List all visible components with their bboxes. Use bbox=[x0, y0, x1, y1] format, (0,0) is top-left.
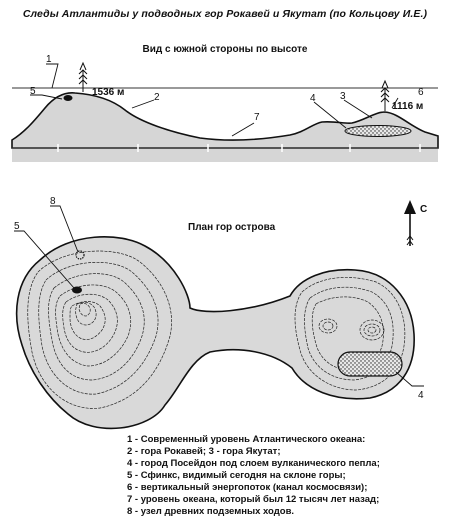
energy-flow-icon-left bbox=[78, 61, 88, 92]
callout-4: 4 bbox=[310, 93, 316, 104]
underground-node-marker bbox=[75, 250, 85, 260]
callout-2: 2 bbox=[154, 92, 160, 103]
plan-callout-8: 8 bbox=[50, 196, 56, 207]
plan-callout-5: 5 bbox=[14, 221, 20, 232]
elevation-yakutat: 1116 м bbox=[392, 101, 423, 112]
rockaway-contours bbox=[27, 250, 172, 409]
callout-7: 7 bbox=[254, 112, 260, 123]
callout-1: 1 bbox=[46, 54, 52, 65]
legend-item-1: 1 - Современный уровень Атлантического о… bbox=[127, 434, 366, 445]
north-arrow-icon bbox=[404, 200, 416, 246]
tick-marks bbox=[57, 144, 421, 152]
legend-item-7: 8 - узел древних подземных ходов. bbox=[127, 506, 295, 517]
north-label: С bbox=[420, 204, 427, 215]
callout-6: 6 bbox=[418, 87, 424, 98]
plan-callout-labels: 5 8 4 С bbox=[14, 196, 427, 401]
sphinx-marker-side bbox=[63, 95, 73, 101]
legend-item-3: 4 - город Посейдон под слоем вулканическ… bbox=[127, 458, 380, 469]
callout-5: 5 bbox=[30, 86, 36, 97]
side-callout-labels: 1 2 3 4 5 6 7 1536 м 1116 м bbox=[30, 54, 424, 123]
elevation-rockaway: 1536 м bbox=[92, 87, 124, 98]
poseidon-city-plan bbox=[337, 351, 403, 377]
diagram-title: Следы Атлантиды у подводных гор Рокавей … bbox=[22, 8, 428, 20]
energy-flow-icon-right bbox=[380, 79, 390, 111]
callout-3: 3 bbox=[340, 91, 346, 102]
sphinx-marker-plan bbox=[72, 286, 82, 294]
legend-item-5: 6 - вертикальный энергопоток (канал косм… bbox=[127, 482, 368, 493]
island-outline bbox=[15, 236, 415, 430]
plan-callout-lines bbox=[14, 205, 424, 387]
legend: 1 - Современный уровень Атлантического о… bbox=[127, 434, 380, 518]
plan-callout-4: 4 bbox=[418, 390, 424, 401]
legend-item-4: 5 - Сфинкс, видимый сегодня на склоне го… bbox=[127, 470, 346, 481]
side-view-caption: Вид с южной стороны по высоте bbox=[142, 44, 308, 55]
side-callout-lines bbox=[30, 63, 399, 137]
mountain-profile bbox=[11, 92, 439, 149]
plan-view-caption: План гор острова bbox=[188, 222, 276, 233]
poseidon-city-side bbox=[344, 125, 412, 137]
legend-item-2: 2 - гора Рокавей; 3 - гора Якутат; bbox=[127, 446, 281, 457]
plan-view bbox=[14, 200, 424, 430]
seabed-band bbox=[12, 148, 438, 162]
side-view bbox=[11, 61, 439, 162]
legend-item-6: 7 - уровень океана, который был 12 тысяч… bbox=[127, 494, 380, 505]
